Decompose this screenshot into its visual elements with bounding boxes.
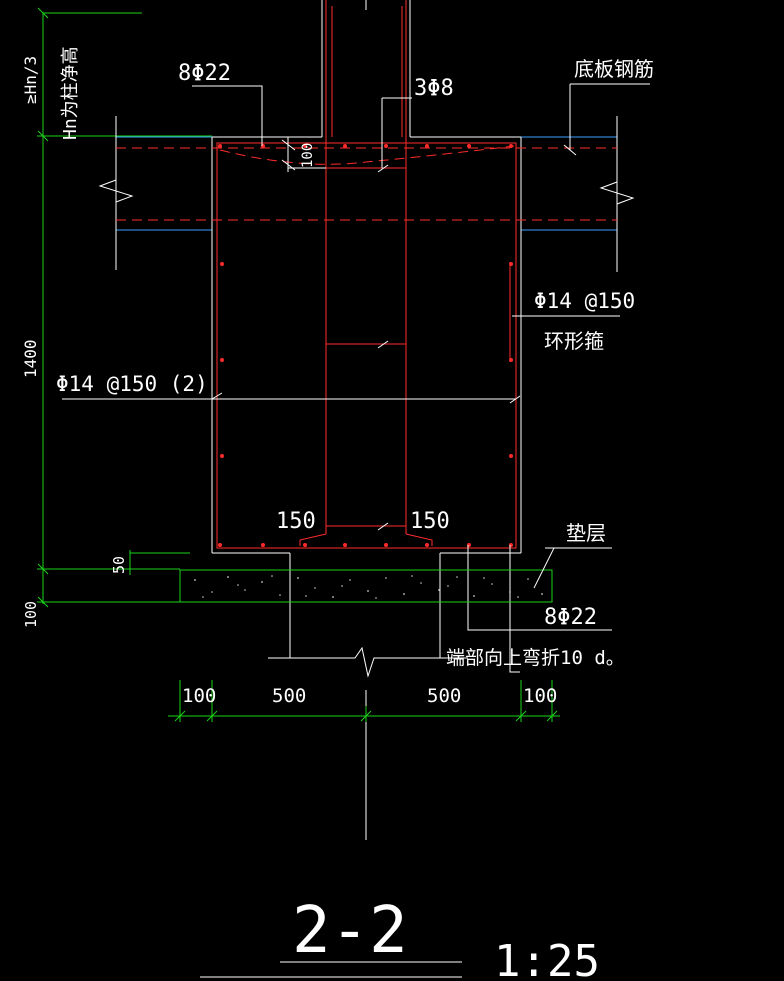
leader-lines (62, 83, 650, 673)
bottom-dimension-line (168, 680, 560, 722)
section-number: 2-2 (292, 894, 408, 968)
cover-100-label: 100 (300, 143, 316, 168)
rebar-cage (116, 0, 617, 549)
right-150-label: 150 (410, 509, 450, 534)
vert-100-label: 100 (22, 601, 40, 628)
center-bars-label: 3Φ8 (414, 76, 454, 101)
left-dimension-lines (37, 7, 212, 608)
cushion-layer (179, 547, 555, 603)
top-bar-count-label: 8Φ22 (178, 61, 231, 86)
stirrup-spec-label: Φ14 @150 (2) (56, 372, 208, 396)
vert-50-label: 50 (110, 556, 128, 574)
ring-stirrup-spec-label: Φ14 @150 (534, 289, 635, 313)
break-lines (98, 116, 635, 272)
section-title: 2-2 1:25 (200, 894, 600, 981)
bend-note-label: 端部向上弯折10 d。 (446, 647, 625, 669)
vert-top-label: ≥Hn/3 (21, 56, 40, 104)
section-scale: 1:25 (494, 936, 600, 981)
dim-500-right: 500 (427, 685, 461, 707)
vert-height-label: 1400 (21, 339, 40, 378)
ring-stirrup-name-label: 环形箍 (544, 329, 604, 353)
slab-rebar-label: 底板钢筋 (574, 57, 654, 81)
vert-top2-label: Hn为柱净高 (60, 46, 81, 140)
dim-500-left: 500 (272, 685, 306, 707)
rebar-dots (218, 144, 513, 547)
left-150-label: 150 (276, 509, 316, 534)
dim-100-right: 100 (523, 685, 557, 707)
bottom-bar-count-label: 8Φ22 (544, 605, 597, 630)
cushion-label: 垫层 (566, 521, 606, 545)
slab-lines (116, 136, 617, 231)
dim-100-left: 100 (182, 685, 216, 707)
